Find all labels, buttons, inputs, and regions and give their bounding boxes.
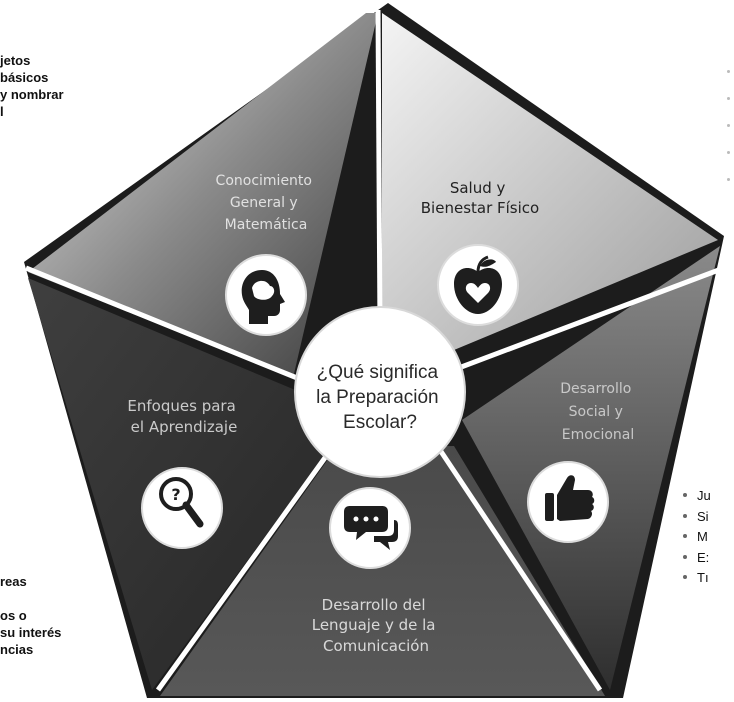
list-item: Tı bbox=[683, 568, 711, 589]
list-item: E: bbox=[683, 548, 711, 569]
center-circle bbox=[294, 306, 466, 478]
center-line-1: ¿Qué significa bbox=[317, 362, 439, 383]
label-enfoques: Enfoques para el Aprendizaje bbox=[127, 397, 240, 436]
thumbs-up-icon bbox=[527, 461, 609, 543]
list-item: M bbox=[683, 527, 711, 548]
label-social: Desarrollo Social y Emocional bbox=[560, 381, 636, 443]
top-right-bullets bbox=[727, 70, 730, 205]
svg-text:?: ? bbox=[171, 485, 180, 504]
list-item: Si bbox=[683, 507, 711, 528]
label-salud: Salud y Bienestar Físico bbox=[421, 179, 539, 217]
magnifier-question-icon: ? bbox=[141, 467, 223, 549]
center-line-2: la Preparación bbox=[316, 387, 439, 408]
apple-heart-icon bbox=[437, 244, 519, 326]
speech-bubbles-icon bbox=[329, 487, 411, 569]
center-title: ¿Qué significa la Preparación Escolar? bbox=[316, 362, 444, 433]
head-icon bbox=[225, 254, 307, 336]
sector-social bbox=[462, 246, 720, 690]
label-conocimiento: Conocimiento General y Matemática bbox=[216, 173, 317, 233]
side-text-bottom-left: reas os o su interés ncias bbox=[0, 574, 62, 657]
sector-lenguaje bbox=[160, 446, 605, 696]
side-list-bottom-right: Ju Si M E: Tı bbox=[683, 486, 711, 589]
label-lenguaje: Desarrollo del Lenguaje y de la Comunica… bbox=[312, 596, 441, 655]
side-text-top-left: jetos básicos y nombrar l bbox=[0, 53, 64, 119]
divider-lines bbox=[25, 9, 725, 692]
center-line-3: Escolar? bbox=[343, 412, 417, 433]
list-item: Ju bbox=[683, 486, 711, 507]
